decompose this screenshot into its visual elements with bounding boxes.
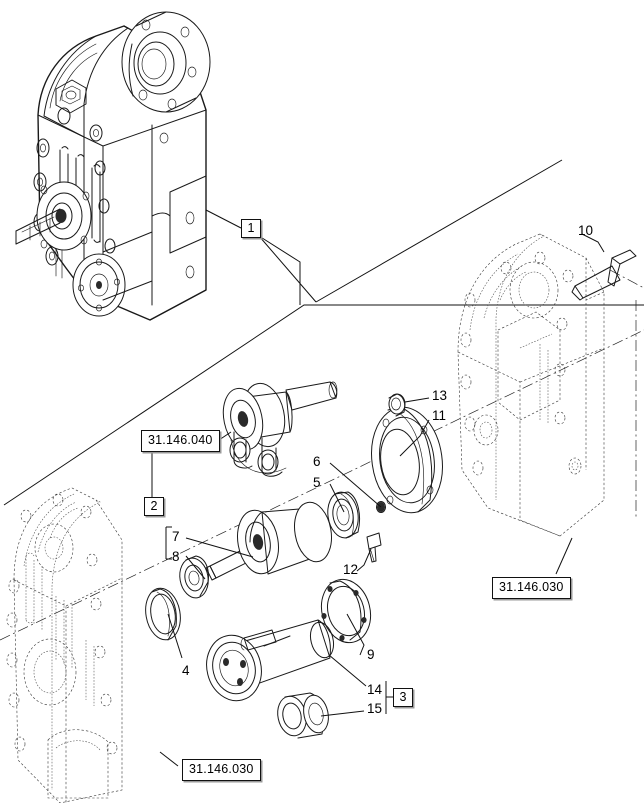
input-shaft bbox=[15, 181, 92, 251]
output-flange bbox=[121, 11, 211, 113]
callout-12[interactable]: 12 bbox=[343, 562, 359, 577]
centerline-main-axis bbox=[0, 329, 644, 641]
part-flange-plate-9 bbox=[320, 578, 372, 644]
part-drive-shaft-gear bbox=[145, 501, 332, 641]
part-screw-12 bbox=[366, 532, 382, 563]
callout-10[interactable]: 10 bbox=[578, 223, 594, 238]
group-box-1[interactable]: 1 bbox=[241, 219, 261, 238]
part-bearing-cup bbox=[327, 491, 386, 539]
part-rear-housing-cover bbox=[457, 233, 605, 537]
callout-7[interactable]: 7 bbox=[172, 529, 180, 544]
section-divider-upper bbox=[3, 304, 644, 506]
group-box-2[interactable]: 2 bbox=[144, 497, 164, 516]
reference-box-31-146-040[interactable]: 31.146.040 bbox=[141, 430, 220, 452]
part-gearbox-housing-assembly bbox=[15, 11, 211, 321]
part-hydraulic-pump-body bbox=[206, 619, 335, 702]
lower-cover-plate bbox=[72, 253, 126, 317]
callout-6[interactable]: 6 bbox=[313, 454, 321, 469]
callout-8[interactable]: 8 bbox=[172, 549, 180, 564]
part-front-housing-cover bbox=[6, 487, 123, 803]
part-planetary-gear-cluster bbox=[222, 381, 338, 477]
callout-11[interactable]: 11 bbox=[432, 408, 447, 423]
callout-4[interactable]: 4 bbox=[182, 663, 190, 678]
leader-to-rear-housing bbox=[315, 159, 563, 303]
callout-5[interactable]: 5 bbox=[313, 475, 321, 490]
callout-13[interactable]: 13 bbox=[432, 388, 448, 403]
callout-15[interactable]: 15 bbox=[367, 701, 383, 716]
leader-group-1 bbox=[205, 209, 317, 305]
callout-14[interactable]: 14 bbox=[367, 682, 383, 697]
centerline-bolt bbox=[609, 269, 644, 289]
group-box-3[interactable]: 3 bbox=[393, 688, 413, 707]
reference-box-31-146-030-left[interactable]: 31.146.030 bbox=[182, 759, 261, 781]
callout-leaders bbox=[159, 233, 605, 767]
reference-box-31-146-030-right[interactable]: 31.146.030 bbox=[492, 577, 571, 599]
part-bearing-retainer-plate bbox=[371, 406, 443, 514]
callout-9[interactable]: 9 bbox=[367, 647, 375, 662]
part-coupler-sleeve bbox=[277, 692, 329, 739]
part-plug-13 bbox=[388, 393, 406, 417]
part-hex-flange-bolt bbox=[571, 249, 637, 301]
